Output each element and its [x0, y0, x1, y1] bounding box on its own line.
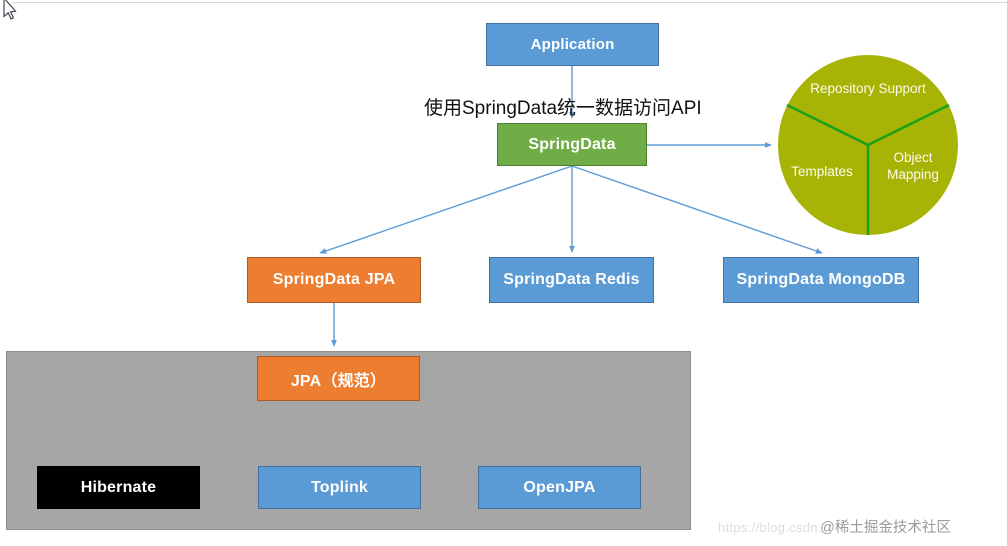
window-top-border [12, 2, 1007, 3]
pie-dividers [786, 103, 950, 235]
node-hibernate: Hibernate [37, 466, 200, 509]
node-toplink: Toplink [258, 466, 421, 509]
node-application-label: Application [530, 36, 615, 53]
node-application: Application [486, 23, 659, 66]
pie-label-templates: Templates [791, 164, 853, 179]
watermark-community: @稀土掘金技术社区 [820, 520, 951, 536]
node-jpa-spec: JPA（规范） [257, 356, 420, 401]
node-springdata-mongodb: SpringData MongoDB [723, 257, 919, 303]
node-openjpa-label: OpenJPA [523, 478, 596, 496]
arrow-springdata-to-jpa [319, 165, 573, 254]
node-springdata-jpa: SpringData JPA [247, 257, 421, 303]
pie-circle [778, 55, 958, 235]
node-openjpa: OpenJPA [478, 466, 641, 509]
node-springdata-mongodb-label: SpringData MongoDB [736, 271, 906, 288]
node-springdata-label: SpringData [528, 135, 616, 153]
pie-label-object-mapping: Object Mapping [887, 150, 939, 182]
node-jpa-spec-label: JPA（规范） [290, 372, 387, 390]
pie-divider-left [786, 103, 869, 147]
pie-label-repository-support: Repository Support [810, 81, 926, 96]
node-springdata-redis-label: SpringData Redis [503, 271, 640, 288]
caption-text: 使用SpringData统一数据访问API [424, 98, 702, 119]
mouse-cursor-icon [3, 0, 17, 20]
watermark-url: https://blog.csdn. [718, 520, 822, 535]
pie-divider-right [867, 103, 950, 147]
watermark: https://blog.csdn. @稀土掘金技术社区 [718, 516, 951, 537]
node-springdata: SpringData [497, 123, 647, 166]
node-toplink-label: Toplink [310, 478, 369, 496]
node-hibernate-label: Hibernate [80, 478, 157, 496]
node-springdata-jpa-label: SpringData JPA [272, 271, 396, 288]
node-springdata-redis: SpringData Redis [489, 257, 654, 303]
arrow-springdata-to-mongodb [571, 165, 823, 254]
